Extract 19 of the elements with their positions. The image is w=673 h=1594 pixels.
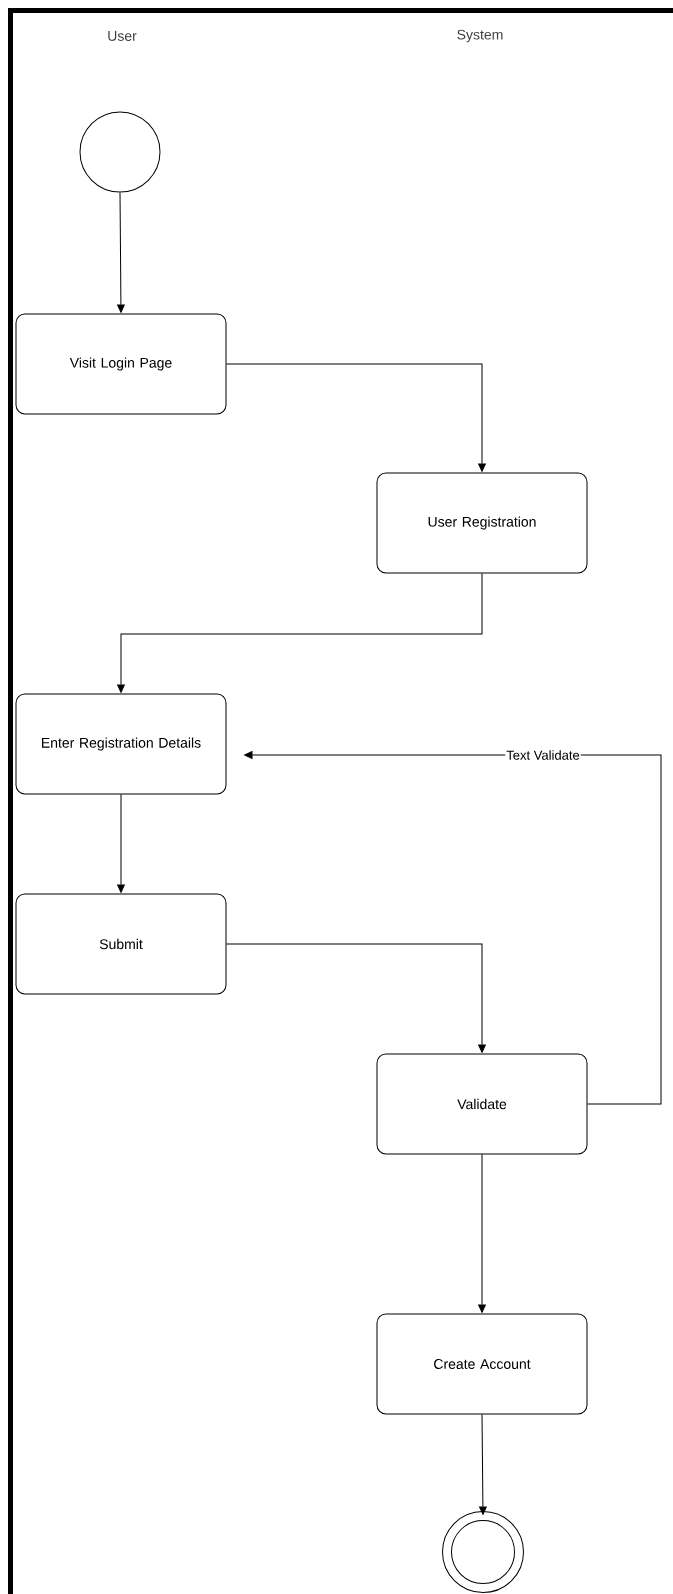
arrow	[117, 794, 125, 893]
edge-label: Text Validate	[506, 750, 580, 760]
activity-box: Validate	[376, 1053, 588, 1155]
activity-box: Visit Login Page	[15, 313, 227, 415]
arrow	[226, 363, 486, 472]
lane-label: User	[108, 31, 137, 41]
arrow	[226, 943, 486, 1053]
arrow	[479, 1414, 487, 1515]
arrow	[244, 751, 662, 1105]
activity-box: Enter Registration Details	[15, 693, 227, 795]
activity-box: Submit	[15, 893, 227, 995]
end-circle	[442, 1511, 524, 1593]
arrow	[117, 192, 125, 313]
arrow	[478, 1154, 486, 1313]
activity-box: User Registration	[376, 472, 588, 574]
start-circle	[79, 111, 161, 193]
arrow	[117, 573, 483, 693]
lane-label: System	[457, 29, 503, 43]
activity-box: Create Account	[376, 1313, 588, 1415]
